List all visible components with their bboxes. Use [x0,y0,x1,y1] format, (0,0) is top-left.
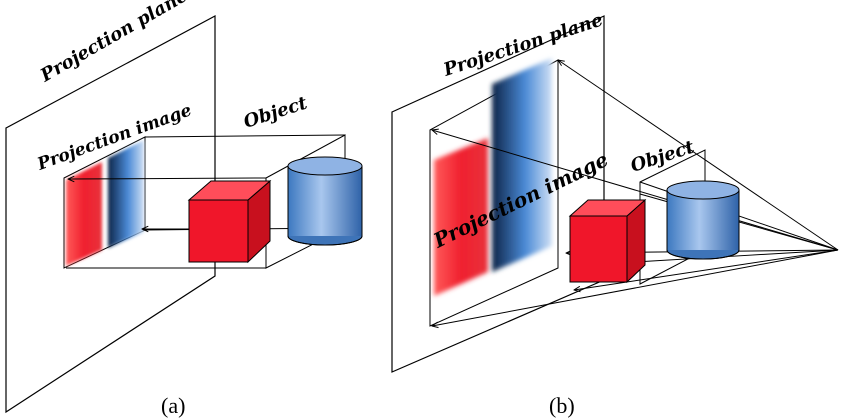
cube-a [187,179,272,264]
cylinder-a [287,156,363,246]
object-label-a: Object [241,92,310,132]
plane-label-b: Projection plane [440,9,605,81]
panel-b: Projection plane Projection image Object… [391,9,839,418]
image-blue-strip-b [492,58,552,272]
panel-a: Projection plane Projection image Object… [5,0,363,418]
caption-b: (b) [549,393,575,418]
plane-label-a: Projection plane [36,0,191,87]
image-red-strip-b [434,138,488,296]
projection-ray-a1 [68,178,267,179]
projection-plane-a [5,14,216,414]
cube-b [568,198,647,284]
image-blue-strip-a [108,140,144,248]
caption-a: (a) [161,393,185,418]
image-red-strip-a [66,162,102,266]
cylinder-b [666,180,740,260]
